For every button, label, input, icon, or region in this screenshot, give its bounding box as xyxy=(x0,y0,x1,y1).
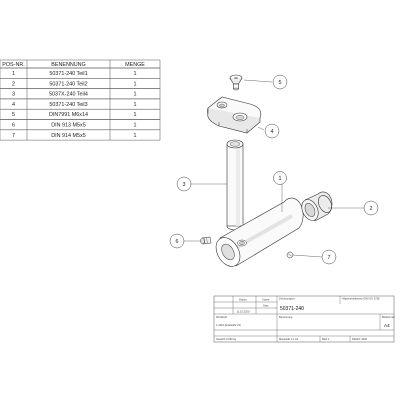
callout-7-circle xyxy=(321,249,337,265)
bom-cell-pos: 2 xyxy=(12,81,15,87)
bom-cell-name: DIN 913 M5x5 xyxy=(51,123,85,129)
callouts: 5 4 3 1 2 6 7 xyxy=(169,74,379,265)
bom-cell-name: DIN7991 M6x14 xyxy=(49,112,88,118)
callout-4-circle xyxy=(264,123,280,139)
tb-material-label: Werkstoff xyxy=(216,315,227,319)
bom-table: POS-NR. BENENNUNG MENGE 1 50371-240 Teil1… xyxy=(0,59,161,141)
bom-cell-qty: 1 xyxy=(134,92,137,98)
part-2-end-cap xyxy=(301,191,333,222)
callout-7-label: 7 xyxy=(328,255,331,261)
bom-cell-name: 50371-240 Teil3 xyxy=(49,102,87,108)
tb-head-gepr: Gepr. xyxy=(263,304,270,308)
bom-cell-qty: 1 xyxy=(134,71,137,77)
bom-cell-qty: 1 xyxy=(134,133,137,139)
tb-drawing-number-label: Zeichnungsnr. xyxy=(279,297,296,301)
part-5-countersunk-screw xyxy=(229,74,243,91)
bom-cell-qty: 1 xyxy=(134,81,137,87)
part-6-grub-screw xyxy=(200,236,212,245)
tb-footer-code: DRAFT 2020 xyxy=(352,337,368,341)
bom-header-name: BENENNUNG xyxy=(51,62,85,68)
tb-field-label: Benennung xyxy=(279,315,293,319)
bom-cell-qty: 1 xyxy=(134,112,137,118)
bom-cell-name: 5037X-240 Teil4 xyxy=(49,92,88,98)
callout-2-label: 2 xyxy=(370,206,373,212)
tb-format-label: Blattformat xyxy=(382,315,395,319)
bom-cell-qty: 1 xyxy=(134,102,137,108)
callout-2-circle xyxy=(363,200,379,216)
callout-5-circle xyxy=(272,74,288,90)
callout-6-circle xyxy=(169,233,185,249)
tb-date: 11.10.2020 xyxy=(237,309,250,313)
part-7-set-screw xyxy=(286,251,294,259)
callout-5-label: 5 xyxy=(279,80,282,86)
callout-4-label: 4 xyxy=(271,129,274,135)
part-3-tube xyxy=(226,139,244,231)
bom-header-qty: MENGE xyxy=(125,62,145,68)
part-1-cylinder xyxy=(215,197,304,267)
bom-cell-name: DIN 914 M5x5 xyxy=(51,133,85,139)
tb-material-value: 1.4301 (Edelstahl V2) xyxy=(216,323,241,327)
bom-header-pos: POS-NR. xyxy=(2,62,24,68)
callout-6-label: 6 xyxy=(176,239,179,245)
tb-drawing-number: 50371-240 xyxy=(280,306,304,312)
callout-1-circle xyxy=(273,171,287,185)
bom-cell-pos: 6 xyxy=(12,123,15,129)
tb-info-right: Allgemeintoleranz DIN ISO 2768 xyxy=(342,297,380,301)
tb-sheet: Blatt 1 xyxy=(322,337,330,341)
tb-head-datum: Datum xyxy=(239,298,247,302)
bom-cell-pos: 7 xyxy=(12,133,15,139)
tb-weight: Gewicht 0.062 kg xyxy=(216,337,237,341)
bom-cell-pos: 1 xyxy=(12,71,15,77)
bom-cell-name: 50371-240 Teil1 xyxy=(49,71,87,77)
bom-cell-pos: 4 xyxy=(12,102,15,108)
bom-cell-pos: 3 xyxy=(12,92,15,98)
tb-scale: Massstab 1:1 A4 xyxy=(279,337,299,341)
bom-cell-qty: 1 xyxy=(134,123,137,129)
callout-1-label: 1 xyxy=(279,176,282,182)
tb-head-name: Name xyxy=(263,298,270,302)
title-block: Datum Name 11.10.2020 Gepr. Zeichnungsnr… xyxy=(213,295,395,343)
part-4-plate xyxy=(207,96,262,134)
bom-cell-pos: 5 xyxy=(12,112,15,118)
callout-3-circle xyxy=(176,176,192,192)
bom-cell-name: 50371-240 Teil2 xyxy=(49,81,87,87)
callout-3-label: 3 xyxy=(183,182,186,188)
tb-format: A4 xyxy=(384,323,390,328)
bom-row xyxy=(0,129,161,141)
